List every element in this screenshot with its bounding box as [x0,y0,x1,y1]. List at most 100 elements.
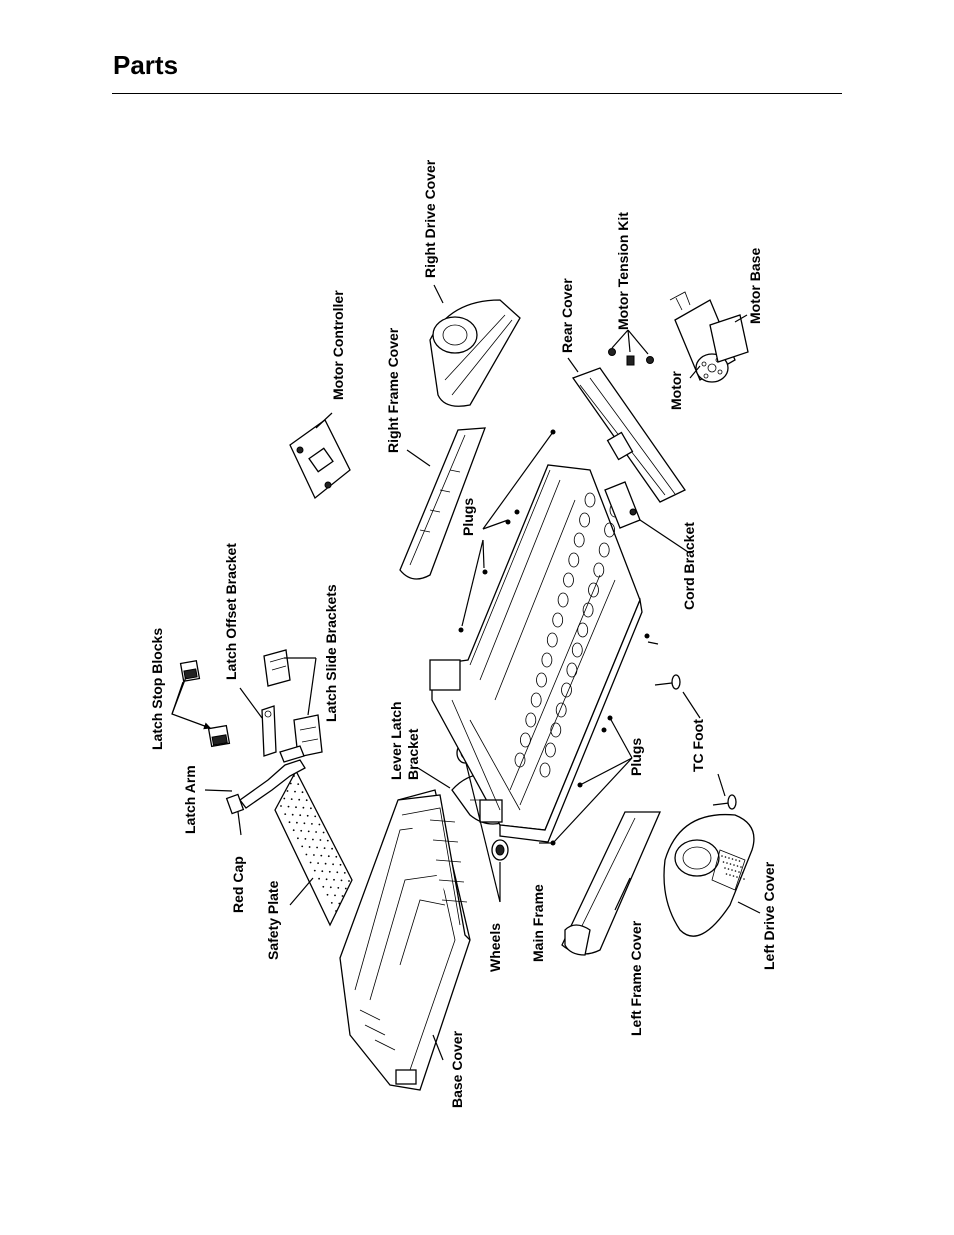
latch-stop-blocks-label: Latch Stop Blocks [149,628,165,750]
motor-base-label: Motor Base [747,248,763,324]
plugs-upper-label: Plugs [460,498,476,536]
perforation-dot [339,863,342,866]
frame-hole [541,652,553,668]
tc-foot-label: TC Foot [690,719,706,772]
title-divider [112,93,842,94]
right-drive-cover-drawing [429,299,521,407]
perforation-dot [300,829,303,832]
perforation-dot [303,822,306,825]
frame-hole [530,692,542,708]
perforation-dot [326,893,329,896]
perforation-dot [289,782,292,785]
perforation-dot [344,887,347,890]
latch-offset-bracket-drawing [263,649,291,687]
base-cover-drawing [339,789,471,1091]
perforation-dot [329,886,332,889]
frame-hole [566,662,578,678]
frame-hole [557,592,569,608]
leader-lines [171,284,761,1061]
latch-arm-label: Latch Arm [182,765,198,834]
rear-cover-label: Rear Cover [559,278,575,353]
grille-dot [724,856,727,858]
latch-slide-brackets-drawing [261,705,323,758]
right-frame-cover-drawing [399,427,486,580]
perforation-dot [326,839,329,842]
right-frame-cover-label: Right Frame Cover [385,327,401,453]
perforation-dot [313,869,316,872]
perforation-dot [323,847,326,849]
motor-controller-drawing [289,419,351,500]
perforation-dot [306,814,309,817]
safety-plate-label: Safety Plate [265,880,281,960]
perforation-dot [312,838,314,841]
left-frame-cover-drawing [561,811,661,956]
page-title: Parts [113,50,179,80]
perforation-dot [297,783,300,785]
lever-latch-bracket-label-line1: Lever Latch [388,701,404,780]
left-frame-cover-label: Left Frame Cover [628,920,644,1036]
perforation-dot [343,872,346,874]
perforation-dot [334,894,336,897]
perforation-dot [322,885,325,888]
latch-offset-bracket-label: Latch Offset Bracket [223,543,239,680]
perforation-dot [299,814,302,817]
perforation-dot [336,871,339,874]
grille-dot [722,861,725,863]
perforation-dot [315,831,317,833]
grille-dot [732,875,735,877]
grille-dot [738,871,740,873]
frame-hole [536,672,547,688]
tc-foot-drawing [654,674,737,810]
wheels-label: Wheels [487,923,503,972]
perforation-dot [311,823,313,825]
plugs-lower-label: Plugs [628,738,644,776]
perforation-dot [294,790,296,793]
motor-base-drawing [709,314,749,363]
perforation-dot [327,855,330,858]
perforation-dot [331,847,333,850]
frame-hole [525,712,537,728]
grille-dot [727,868,730,870]
perforation-dot [290,798,293,800]
motor-label: Motor [668,371,684,410]
lever-latch-bracket-label-line2: Bracket [405,728,421,780]
perforation-dot [291,813,294,816]
safety-plate-drawing [274,769,353,927]
perforation-dot [317,862,319,864]
perforation-dot [318,877,320,880]
main-frame-drawing [429,464,643,843]
grille-dot [729,874,731,876]
frame-hole [584,492,596,508]
frame-hole [520,732,531,748]
perforation-dot [337,887,340,889]
frame-hole [588,582,599,598]
latch-slide-brackets-label: Latch Slide Brackets [323,584,339,722]
frame-hole [561,682,572,698]
grille-dot [743,878,745,880]
frame-hole [514,752,526,768]
cord-bracket-label: Cord Bracket [681,522,697,610]
perforation-dot [318,823,321,826]
perforation-dot [308,846,311,848]
perforation-dot [319,839,322,841]
grille-dot [736,876,738,878]
perforation-dot [296,821,298,824]
grille-dot [731,858,734,860]
perforation-dot [286,790,289,792]
perforation-dot [309,861,312,864]
perforation-dot [305,799,308,802]
grille-dot [740,866,742,868]
frame-hole [552,612,564,628]
perforation-dot [322,831,325,834]
motor-tension-kit-label: Motor Tension Kit [615,212,631,330]
perforation-dot [293,775,295,777]
perforation-dot [348,880,350,882]
rear-cover-drawing [571,367,686,503]
red-cap-label: Red Cap [230,856,246,913]
motor-controller-label: Motor Controller [330,290,346,400]
frame-hole [598,542,610,558]
perforation-dot [302,806,305,809]
perforation-dot [297,837,299,840]
perforation-dot [330,902,333,904]
perforation-dot [284,813,287,815]
